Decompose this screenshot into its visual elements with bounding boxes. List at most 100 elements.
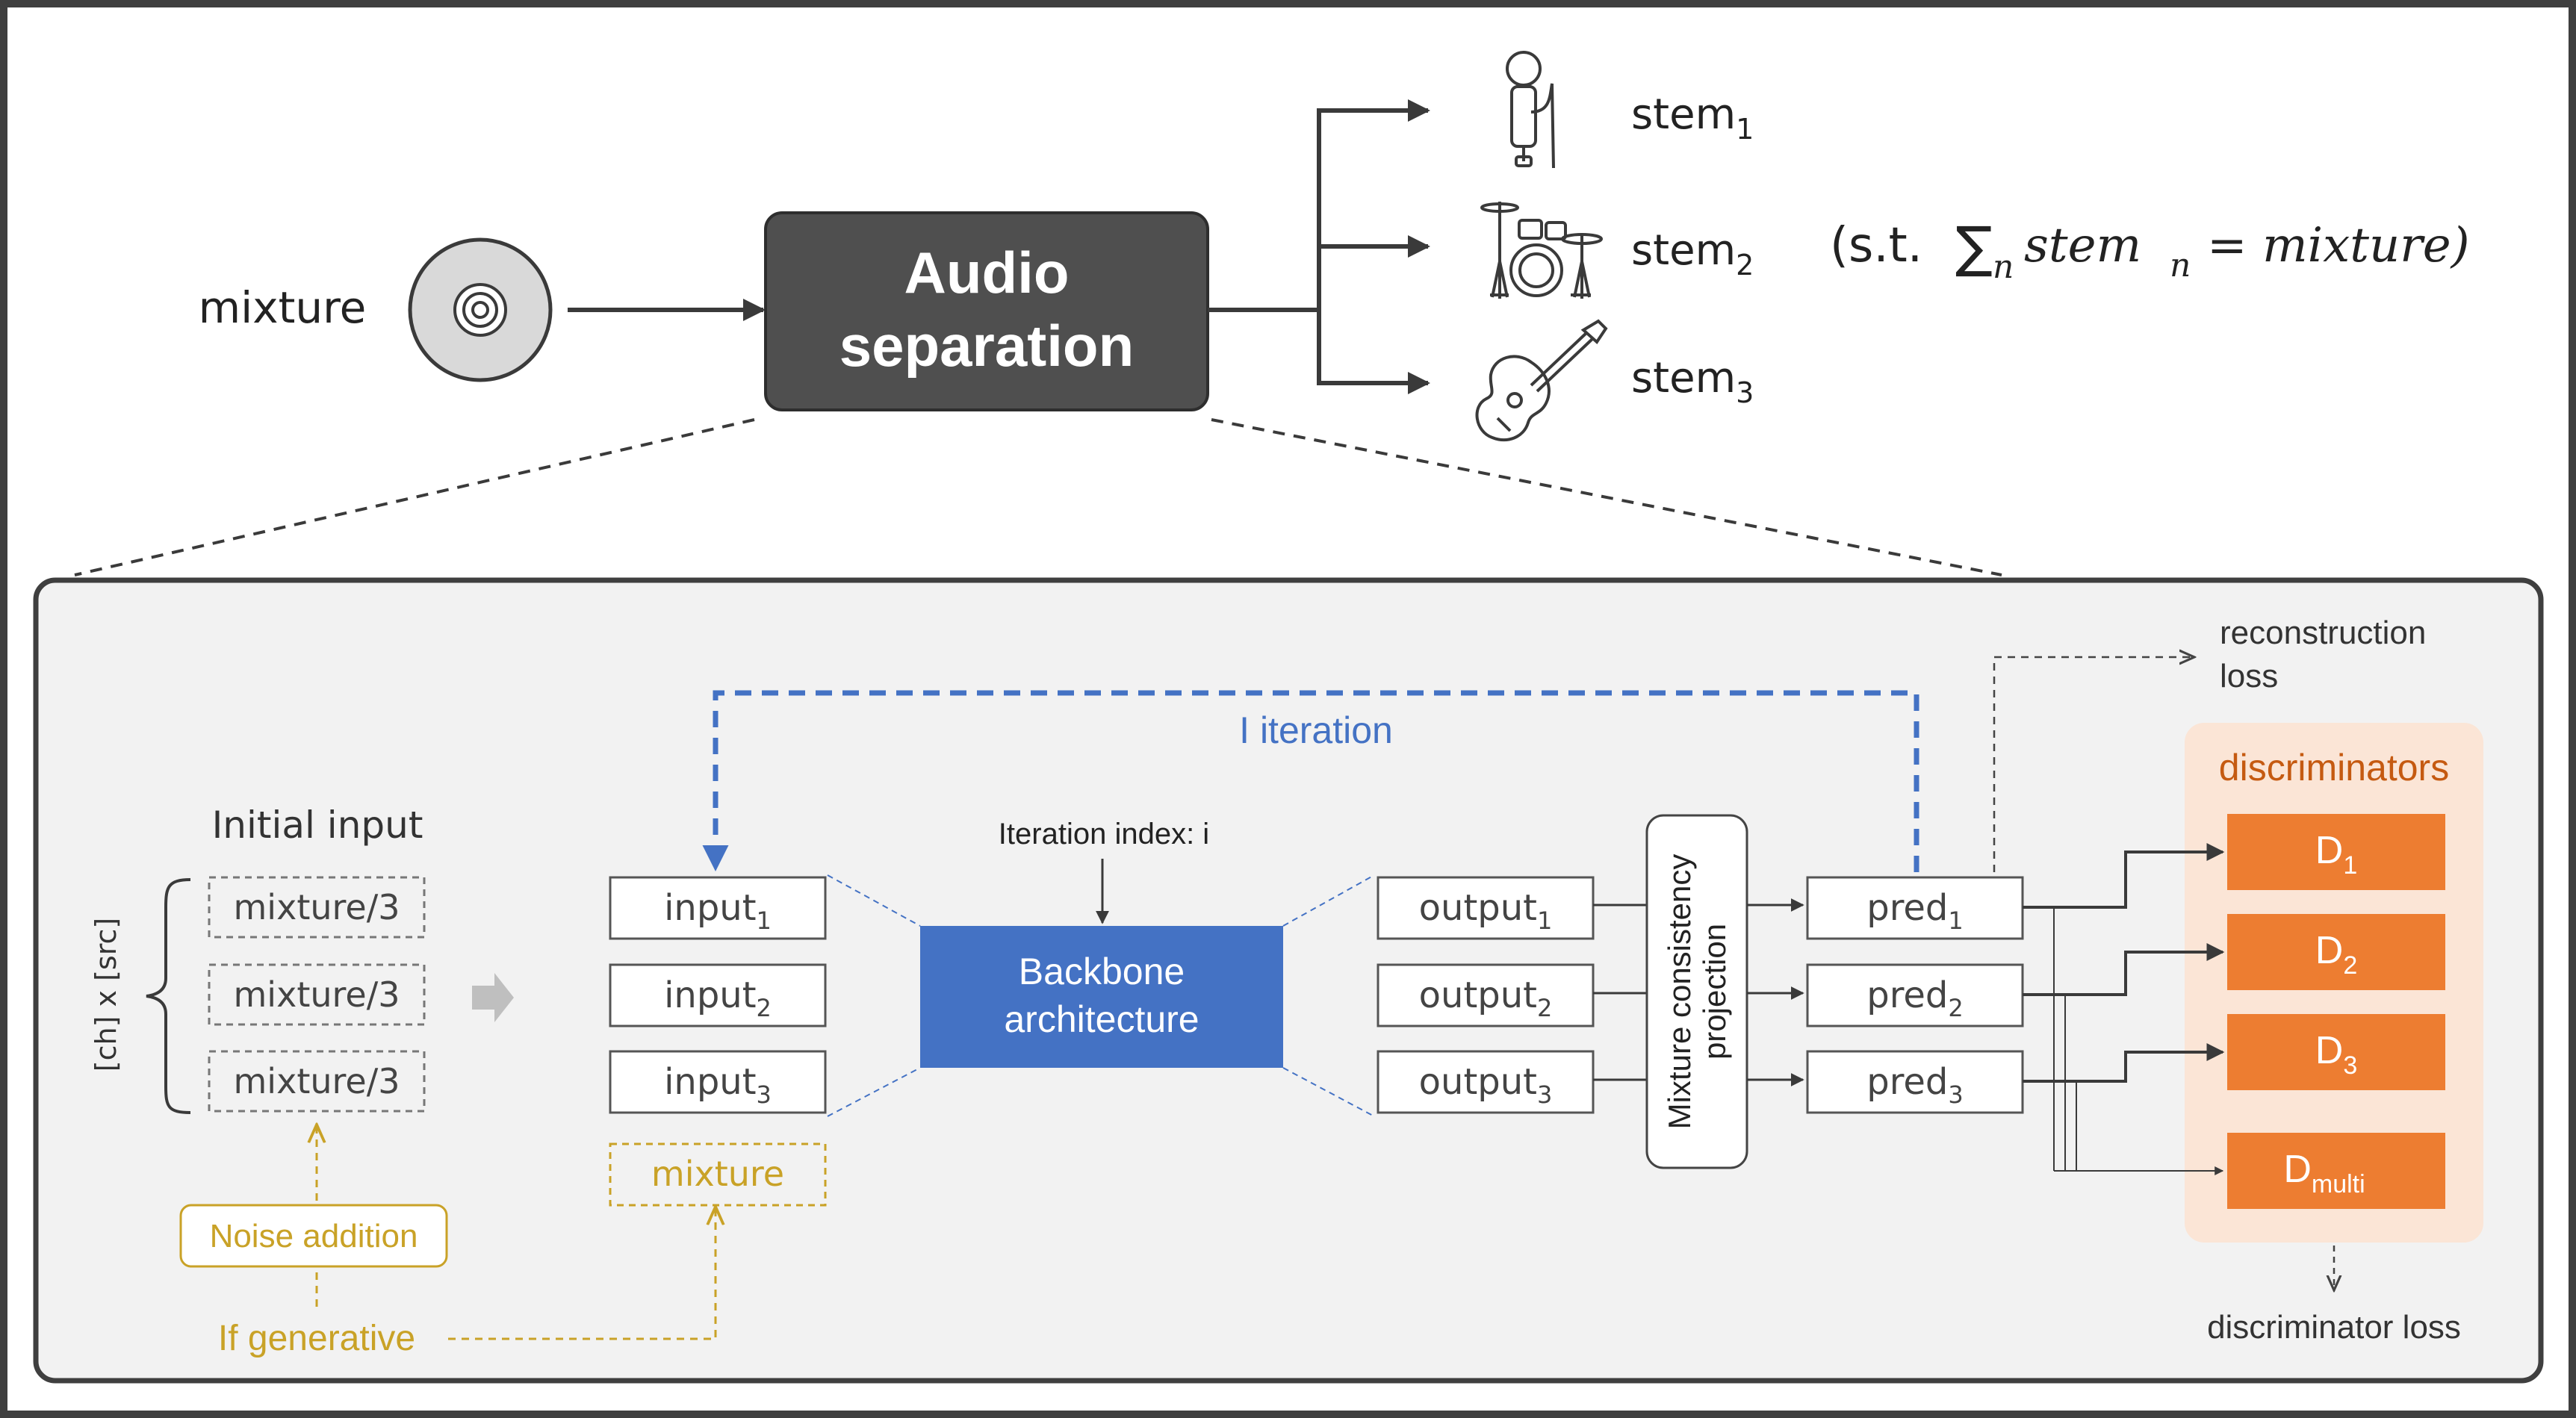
mixture-third-2: mixture/3 [208,963,426,1026]
pred-2-subscript: 2 [1948,994,1963,1022]
dmulti-base: D [2283,1148,2312,1191]
mixture-third-3-label: mixture/3 [234,1061,400,1101]
discriminator-d3: D3 [2227,1014,2445,1090]
output-2-subscript: 2 [1537,994,1552,1022]
stem-3-subscript: 3 [1736,376,1754,409]
zoom-line-right [1211,418,2002,576]
discriminators-title: discriminators [2219,747,2449,789]
noise-addition-box [179,1204,448,1268]
output-2-base: output [1419,974,1537,1016]
pred-3-base: pred [1866,1061,1948,1103]
constraint-stem-subscript: n [2170,246,2191,284]
iteration-label: I iteration [1239,709,1393,751]
output-box-1: output1 [1377,876,1595,940]
svg-text:pred1: pred1 [1866,887,1964,935]
mixture-label: mixture [199,282,367,333]
output-1-subscript: 1 [1537,907,1552,935]
d3-base: D [2315,1029,2344,1072]
output-3-subscript: 3 [1537,1080,1552,1109]
stem-1-base: stem [1631,90,1736,139]
output-1-base: output [1419,887,1537,929]
mixture-consistency-projection-box [1645,814,1748,1169]
stem-label-2: stem2 [1631,226,1754,282]
initial-input-title: Initial input [212,803,423,847]
input-2-subscript: 2 [757,994,772,1022]
output-box-3: output3 [1377,1050,1595,1114]
input-3-base: input [664,1061,756,1103]
mixture-third-3: mixture/3 [208,1050,426,1113]
svg-text:stem2: stem2 [1631,226,1754,282]
svg-text:Dmulti: Dmulti [2283,1148,2365,1198]
svg-text:pred2: pred2 [1866,974,1964,1022]
backbone-zoom-line-bl [827,1067,921,1117]
discriminator-d1: D1 [2227,814,2445,890]
pred-box-3: pred3 [1806,1050,2024,1114]
separation-branch-arrows [1208,99,1430,394]
if-generative-label: If generative [218,1319,415,1358]
d2-subscript: 2 [2343,951,2357,980]
sigma-symbol: ∑ [1955,215,1993,279]
stem-label-1: stem1 [1631,90,1754,146]
iteration-loop-arrow [702,690,1919,872]
d2-base: D [2315,929,2344,972]
pred-3-subscript: 3 [1948,1080,1963,1109]
pred-box-1: pred1 [1806,876,2024,940]
output-box-2: output2 [1377,963,1595,1027]
guitar-icon [1475,319,1608,442]
projection-title: Mixture consistency [1662,854,1697,1130]
iteration-index-label: Iteration index: i [999,818,1209,851]
audio-separation-subtitle: separation [839,313,1134,379]
backbone-box [920,926,1283,1068]
svg-text:stem3: stem3 [1631,354,1754,409]
pred-2-base: pred [1866,974,1948,1016]
generative-to-mixture-arrow [448,1207,716,1340]
sum-constraint-formula: (s.t. ∑ n stem n = mixture) [1830,215,2470,286]
noise-addition-label: Noise addition [210,1218,418,1254]
svg-text:input3: input3 [664,1061,772,1109]
svg-text:pred3: pred3 [1866,1061,1964,1109]
constraint-stem: stem [2024,218,2141,273]
sigma-subscript: n [1993,248,2014,286]
svg-text:input2: input2 [664,974,772,1022]
channel-brace [146,878,191,1114]
output-3-base: output [1419,1061,1537,1103]
d1-base: D [2315,829,2344,872]
discriminator-loss-label: discriminator loss [2207,1309,2461,1346]
dmulti-subscript: multi [2312,1170,2365,1198]
cd-disc-icon [408,237,553,382]
svg-text:output3: output3 [1419,1061,1553,1109]
input-2-base: input [664,974,756,1016]
mixture-conditioning-box: mixture [609,1142,827,1207]
input-box-1: input1 [609,876,827,940]
microphone-icon [1506,51,1555,169]
gray-forward-arrow [472,973,514,1022]
mixture-third-1-label: mixture/3 [234,887,400,927]
input-box-2: input2 [609,963,827,1027]
pred-1-base: pred [1866,887,1948,929]
reconstruction-loss-line1: reconstruction [2220,615,2426,651]
mixture-third-2-label: mixture/3 [234,974,400,1015]
audio-separation-title: Audio [904,240,1070,305]
input-3-subscript: 3 [757,1080,772,1109]
projection-to-pred-arrows [1747,898,1804,1086]
constraint-prefix: (s.t. [1830,218,1922,273]
svg-text:D2: D2 [2315,929,2357,980]
svg-text:output2: output2 [1419,974,1553,1022]
d1-subscript: 1 [2343,851,2357,880]
input-box-3: input3 [609,1050,827,1114]
backbone-zoom-line-tr [1282,874,1375,927]
pred-to-discriminator-arrows [2023,843,2225,1083]
svg-text:output1: output1 [1419,887,1553,935]
reconstruction-loss-arrow [1993,657,2194,872]
discriminator-dmulti: Dmulti [2227,1133,2445,1209]
drum-kit-icon [1480,202,1603,299]
stem-1-subscript: 1 [1736,113,1754,146]
input-1-subscript: 1 [757,907,772,935]
pred-box-2: pred2 [1806,963,2024,1027]
stem-3-base: stem [1631,354,1736,402]
reconstruction-loss-line2: loss [2220,658,2278,694]
input-1-base: input [664,887,756,929]
mixture-third-1: mixture/3 [208,876,426,939]
